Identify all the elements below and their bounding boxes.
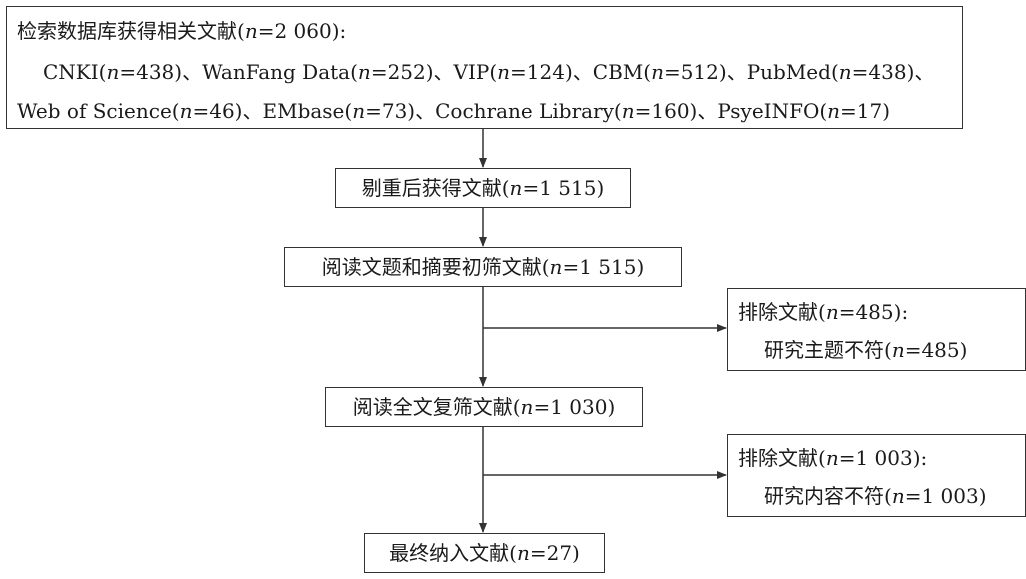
deduplicated-text: 剔重后获得文献(n=1 515) xyxy=(361,176,605,200)
title-abstract-screening-box: 阅读文题和摘要初筛文献(n=1 515) xyxy=(284,247,682,287)
search-total-text: 检索数据库获得相关文献(n=2 060): xyxy=(17,19,347,43)
exclusion-box-2: 排除文献(n=1 003): 研究内容不符(n=1 003) xyxy=(727,434,1026,517)
database-web-of-science: Web of Science(n=46)、 xyxy=(17,99,263,123)
exclusion-1-header: 排除文献(n=485): xyxy=(738,300,909,324)
database-pubmed: PubMed(n=438)、 xyxy=(746,60,935,84)
full-text-screening-box: 阅读全文复筛文献(n=1 030) xyxy=(325,387,643,427)
database-vip: VIP(n=124)、 xyxy=(453,60,593,84)
full-text-screening-text: 阅读全文复筛文献(n=1 030) xyxy=(352,395,616,419)
final-included-text: 最终纳入文献(n=27) xyxy=(389,541,580,565)
deduplicated-box: 剔重后获得文献(n=1 515) xyxy=(335,168,631,208)
exclusion-box-1: 排除文献(n=485): 研究主题不符(n=485) xyxy=(727,288,1026,371)
exclusion-1-reason: 研究主题不符(n=485) xyxy=(764,338,968,362)
search-results-box: 检索数据库获得相关文献(n=2 060): CNKI(n=438)、WanFan… xyxy=(6,6,963,129)
database-list-line-1: CNKI(n=438)、WanFang Data(n=252)、VIP(n=12… xyxy=(43,62,934,82)
database-cbm: CBM(n=512)、 xyxy=(592,60,747,84)
exclusion-2-reason: 研究内容不符(n=1 003) xyxy=(764,484,987,508)
database-cochrane: Cochrane Library(n=160)、 xyxy=(435,99,718,123)
database-embase: EMbase(n=73)、 xyxy=(262,99,436,123)
title-abstract-screening-text: 阅读文题和摘要初筛文献(n=1 515) xyxy=(321,255,645,279)
database-wanfang: WanFang Data(n=252)、 xyxy=(202,60,454,84)
database-list-line-2: Web of Science(n=46)、EMbase(n=73)、Cochra… xyxy=(17,101,890,121)
database-cnki: CNKI(n=438)、 xyxy=(43,60,203,84)
database-psycinfo: PsyeINFO(n=17) xyxy=(717,99,891,123)
final-included-box: 最终纳入文献(n=27) xyxy=(364,533,605,573)
exclusion-2-header: 排除文献(n=1 003): xyxy=(738,446,928,470)
